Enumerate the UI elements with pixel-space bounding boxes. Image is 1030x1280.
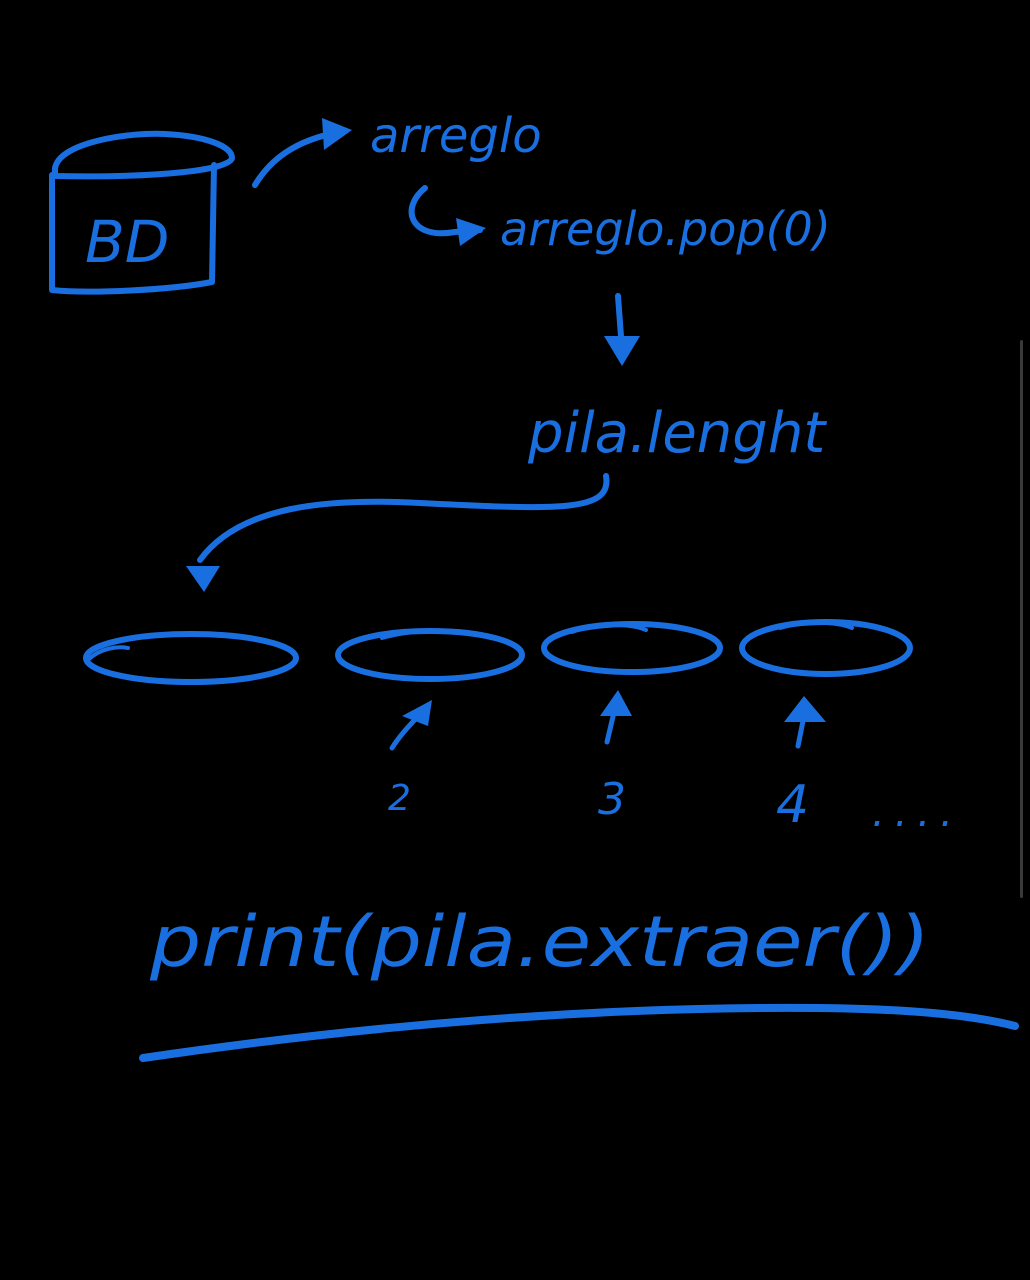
pointer-arrow: [389, 700, 432, 751]
slot-number: 4: [776, 775, 809, 835]
database-cylinder: BD: [49, 130, 235, 295]
pointer-arrow: [600, 690, 632, 745]
stack-slot: [739, 619, 913, 677]
database-label: BD: [85, 208, 169, 276]
stack-length-label: pila.lenght: [527, 401, 827, 466]
arrow-db-to-array: [252, 118, 352, 188]
array-label: arreglo: [370, 108, 542, 164]
pointer-arrow: [784, 696, 826, 749]
arrow-array-to-pop: [408, 185, 486, 246]
underline: [139, 1003, 1019, 1062]
ellipsis: ....: [872, 790, 963, 836]
stack-slot: [335, 628, 525, 682]
pop-call-label: arreglo.pop(0): [500, 202, 831, 256]
slot-number: 3: [598, 774, 626, 825]
slot-number: 2: [388, 778, 411, 819]
scrollbar[interactable]: [1020, 340, 1023, 898]
stack-slot: [83, 631, 299, 685]
arrow-down-to-length: [604, 293, 640, 366]
stack-slot: [541, 621, 723, 675]
arrow-length-to-stack: [186, 473, 610, 592]
print-call-label: print(pila.extraer()): [149, 901, 930, 983]
